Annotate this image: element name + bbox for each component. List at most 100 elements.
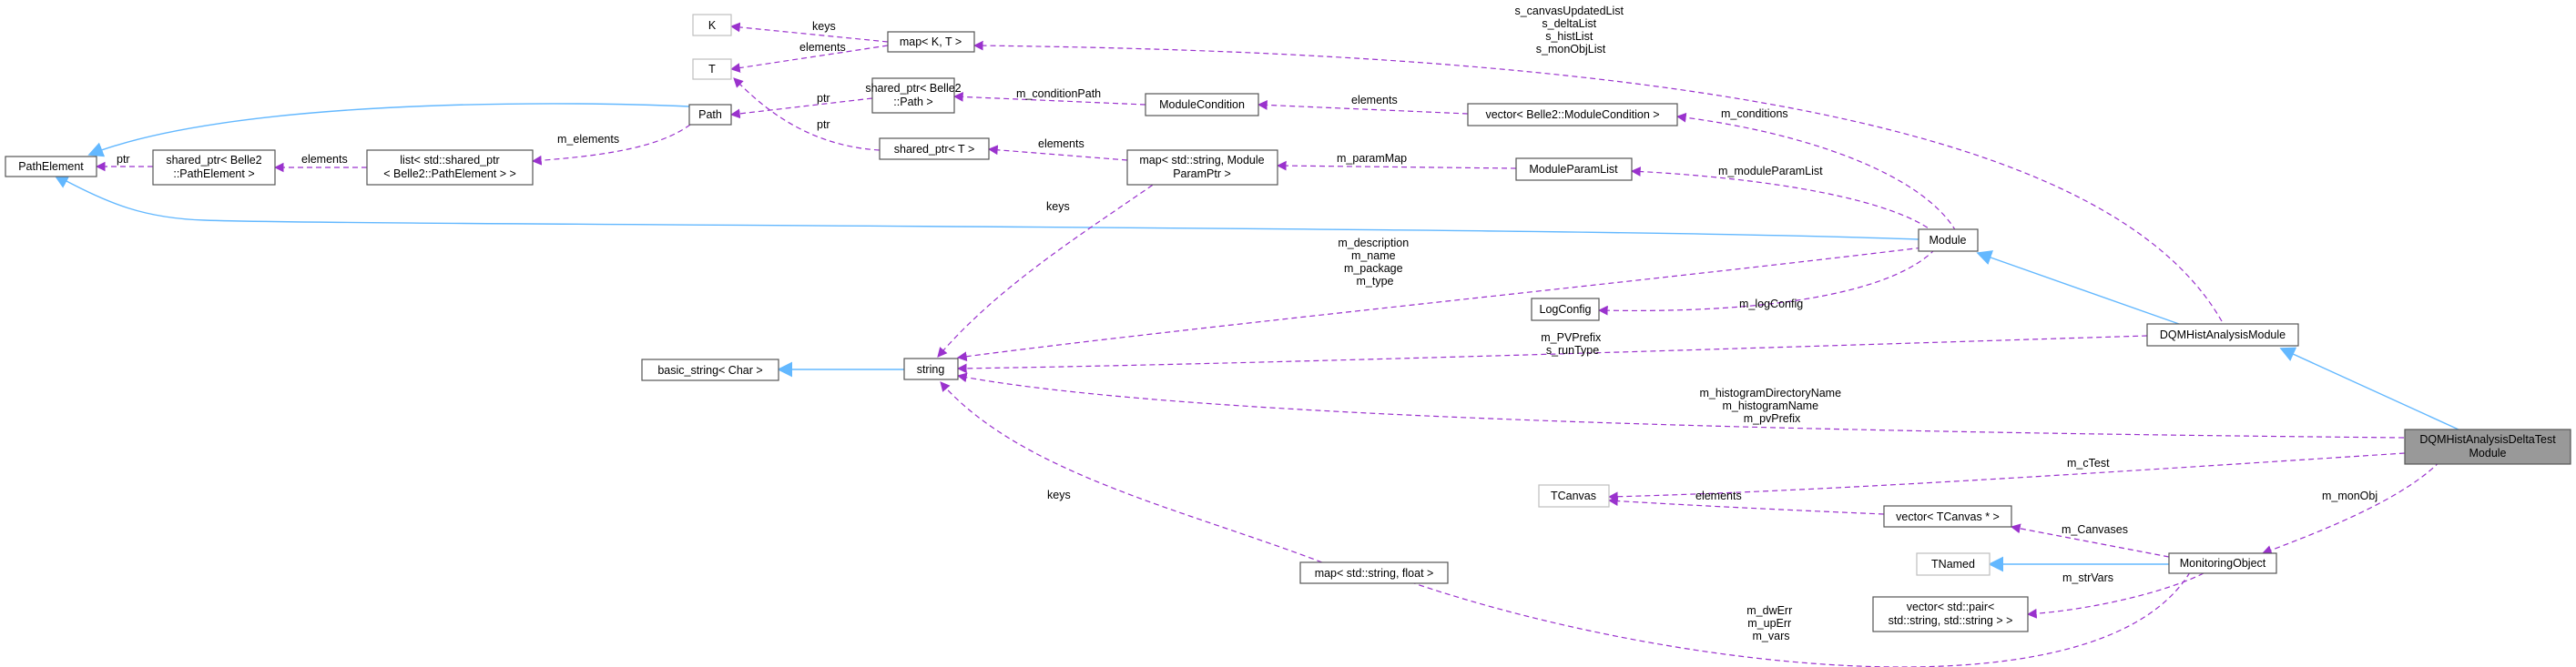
edge-label-m-c-test: m_cTest (2067, 457, 2110, 470)
node-vector-module-condition[interactable]: vector< Belle2::ModuleCondition > (1467, 103, 1678, 126)
edge-vector-condition-to-modulecondition (1257, 100, 1469, 115)
svg-text:ModuleCondition: ModuleCondition (1159, 98, 1245, 111)
svg-text:T: T (708, 63, 716, 76)
edge-label-ptr-path: ptr (817, 92, 830, 105)
edge-map-param-to-string (937, 174, 1168, 358)
node-log-config[interactable]: LogConfig (1531, 298, 1600, 321)
node-tcanvas[interactable]: TCanvas (1538, 484, 1610, 508)
node-map-module-param-ptr[interactable]: map< std::string, Module ParamPtr > (1126, 149, 1278, 186)
edge-label-keys-param-map: keys (1046, 200, 1070, 213)
svg-text:ModuleParamList: ModuleParamList (1529, 163, 1618, 176)
node-t[interactable]: T (692, 58, 732, 80)
svg-text:TNamed: TNamed (1931, 558, 1975, 571)
node-list-shared-ptr[interactable]: list< std::shared_ptr < Belle2::PathElem… (366, 149, 534, 186)
edge-map-param-to-shared-ptr-t (987, 145, 1128, 161)
edge-label-ptr-pathelement: ptr (117, 153, 130, 166)
node-dqm-hist-analysis-module[interactable]: DQMHistAnalysisModule (2146, 323, 2299, 347)
svg-text:PathElement: PathElement (18, 160, 84, 173)
edge-monobj-to-vector-pair (2026, 572, 2204, 619)
svg-text:shared_ptr< Belle2: shared_ptr< Belle2 (865, 82, 961, 95)
edge-module-to-logconfig (1597, 248, 1936, 316)
edge-label-map-float-members: m_dwErr m_upErr m_vars (1746, 604, 1796, 642)
node-module[interactable]: Module (1918, 228, 1979, 252)
edge-label-elements-conditions: elements (1351, 94, 1398, 106)
node-basic-string[interactable]: basic_string< Char > (641, 359, 779, 381)
edge-module-to-string (956, 246, 1931, 362)
edge-label-module-strings: m_description m_name m_package m_type (1338, 237, 1411, 288)
svg-text:vector< TCanvas * >: vector< TCanvas * > (1896, 510, 2000, 523)
edge-dqm-to-map-k-t (972, 40, 2223, 322)
edge-map-k-t-to-k (729, 22, 889, 43)
edge-label-m-module-param-list: m_moduleParamList (1718, 165, 1823, 177)
node-module-param-list[interactable]: ModuleParamList (1515, 157, 1633, 181)
svg-text:std::string, std::string > >: std::string, std::string > > (1889, 614, 2013, 627)
edge-module-inherits-pathelement (53, 174, 1919, 240)
node-monitoring-object[interactable]: MonitoringObject (2168, 552, 2277, 574)
edge-label-canvas-lists: s_canvasUpdatedList s_deltaList s_histLi… (1514, 5, 1626, 56)
edge-label-m-condition-path: m_conditionPath (1016, 87, 1101, 100)
node-path[interactable]: Path (688, 104, 732, 126)
edge-label-m-canvases: m_Canvases (2062, 523, 2128, 536)
edge-label-keys: keys (812, 20, 836, 33)
node-module-condition[interactable]: ModuleCondition (1145, 93, 1259, 116)
svg-text:string: string (917, 363, 945, 376)
node-map-k-t[interactable]: map< K, T > (887, 31, 975, 53)
edge-dqm-inherits-module (1976, 250, 2180, 325)
svg-text:map< std::string, Module: map< std::string, Module (1139, 154, 1264, 167)
edge-dqm-to-string (956, 335, 2148, 374)
edge-label-m-elements: m_elements (557, 133, 619, 146)
svg-text:Module: Module (2469, 447, 2507, 460)
svg-text:LogConfig: LogConfig (1540, 303, 1592, 316)
node-tnamed[interactable]: TNamed (1916, 552, 1991, 576)
node-k[interactable]: K (692, 14, 732, 36)
svg-text:::PathElement >: ::PathElement > (173, 167, 254, 180)
svg-text:::Path >: ::Path > (893, 96, 932, 108)
edge-delta-to-string (956, 372, 2405, 439)
edge-label-ptr-t: ptr (817, 118, 830, 131)
edge-map-float-to-string (940, 381, 1323, 563)
node-shared-ptr-pathelement[interactable]: shared_ptr< Belle2 ::PathElement > (152, 149, 276, 186)
node-shared-ptr-t[interactable]: shared_ptr< T > (879, 137, 990, 160)
svg-text:basic_string< Char >: basic_string< Char > (657, 364, 762, 377)
edge-path-inherits-pathelement (87, 103, 690, 157)
svg-text:DQMHistAnalysisModule: DQMHistAnalysisModule (2160, 328, 2286, 341)
edge-label-m-conditions: m_conditions (1721, 107, 1788, 120)
node-shared-ptr-path[interactable]: shared_ptr< Belle2 ::Path > (865, 77, 962, 114)
node-dqm-hist-analysis-delta-test-module[interactable]: DQMHistAnalysisDeltaTest Module (2404, 429, 2571, 465)
edge-delta-to-tcanvas (1607, 452, 2406, 502)
svg-text:list< std::shared_ptr: list< std::shared_ptr (400, 154, 499, 167)
edge-label-m-log-config: m_logConfig (1739, 298, 1803, 310)
svg-text:shared_ptr< Belle2: shared_ptr< Belle2 (166, 154, 261, 167)
edge-path-to-list (531, 124, 691, 166)
edge-label-histogram-strings: m_histogramDirectoryName m_histogramName… (1699, 387, 1844, 425)
node-path-element[interactable]: PathElement (5, 156, 97, 177)
svg-text:vector< std::pair<: vector< std::pair< (1907, 601, 1995, 613)
edge-shared-ptr-path-to-path (729, 97, 873, 119)
node-string[interactable]: string (903, 358, 959, 380)
edge-label-m-param-map: m_paramMap (1337, 152, 1407, 165)
svg-text:< Belle2::PathElement > >: < Belle2::PathElement > > (383, 167, 516, 180)
svg-text:DQMHistAnalysisDeltaTest: DQMHistAnalysisDeltaTest (2419, 433, 2556, 446)
edge-shared-ptr-t-to-t (733, 77, 881, 151)
node-vector-tcanvas[interactable]: vector< TCanvas * > (1883, 505, 2012, 528)
edge-label-elements-list: elements (301, 153, 348, 166)
edge-module-to-vector-condition (1675, 112, 1957, 232)
edge-module-to-moduleparamlist (1630, 167, 1936, 234)
node-vector-pair[interactable]: vector< std::pair< std::string, std::str… (1872, 596, 2029, 632)
svg-text:TCanvas: TCanvas (1551, 490, 1596, 502)
edge-delta-inherits-dqm (2279, 347, 2459, 430)
edge-label-elements-shared: elements (1038, 137, 1084, 150)
svg-text:Module: Module (1929, 234, 1967, 247)
svg-text:shared_ptr< T >: shared_ptr< T > (894, 143, 975, 156)
edge-label-keys-map-float: keys (1047, 489, 1071, 501)
edge-moduleparamlist-to-map-param (1276, 160, 1517, 171)
edge-label-m-str-vars: m_strVars (2062, 571, 2113, 584)
edge-label-elements: elements (799, 41, 846, 54)
edge-label-pv-strings: m_PVPrefix s_runType (1541, 331, 1604, 357)
svg-text:map< std::string, float >: map< std::string, float > (1315, 567, 1434, 580)
svg-text:map< K, T >: map< K, T > (900, 35, 962, 48)
edge-label-m-mon-obj: m_monObj (2322, 490, 2377, 502)
svg-text:K: K (708, 19, 717, 32)
node-map-string-float[interactable]: map< std::string, float > (1299, 561, 1449, 584)
